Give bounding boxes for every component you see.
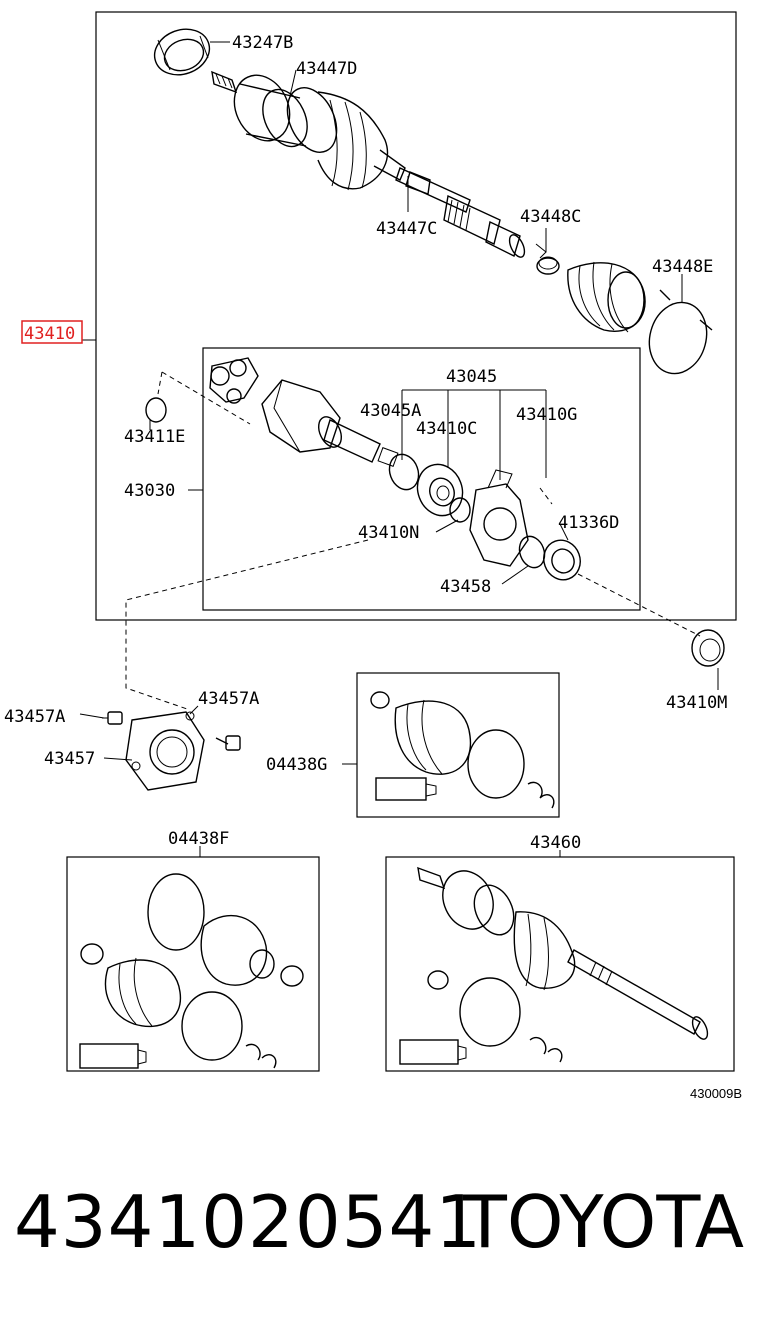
bolt-right-drawing bbox=[215, 735, 241, 751]
bolt-left-drawing bbox=[102, 711, 123, 725]
highlight-43410 bbox=[21, 320, 83, 344]
dust-seal-43458-drawing bbox=[518, 535, 546, 569]
center-shaft-drawing bbox=[395, 167, 526, 258]
dust-cover-43410M-drawing bbox=[691, 629, 725, 667]
label-43458: 43458 bbox=[440, 577, 491, 597]
kit-04438F-frame bbox=[66, 856, 320, 1072]
kit-04438F-drawing bbox=[79, 873, 304, 1069]
label-41336D: 41336D bbox=[558, 513, 619, 533]
snap-ring-43411E-drawing bbox=[145, 397, 167, 423]
label-04438G: 04438G bbox=[266, 755, 327, 775]
label-43410[interactable]: 43410 bbox=[24, 324, 75, 344]
outer-cv-joint-drawing bbox=[211, 70, 308, 148]
kit-04438G-drawing bbox=[370, 691, 555, 809]
label-43448C: 43448C bbox=[520, 207, 581, 227]
label-43457A-left: 43457A bbox=[4, 707, 65, 727]
label-43411E: 43411E bbox=[124, 427, 185, 447]
part-number: 4341020541 bbox=[14, 1180, 483, 1264]
label-43410G: 43410G bbox=[516, 405, 577, 425]
label-43457A-right: 43457A bbox=[198, 689, 259, 709]
boot-clamp-43448C-drawing bbox=[535, 243, 560, 275]
bracket-43457-drawing bbox=[125, 711, 205, 791]
inboard-boot-drawing bbox=[567, 261, 646, 333]
label-43410M: 43410M bbox=[666, 693, 727, 713]
label-43045A: 43045A bbox=[360, 401, 421, 421]
parts-diagram: 43247B 43447D 43447C 43448C 43448E 43410… bbox=[4, 11, 737, 1072]
main-assembly-frame bbox=[95, 11, 737, 621]
boot-band-43448E-drawing bbox=[648, 289, 713, 375]
snap-ring-43045A-drawing bbox=[377, 447, 420, 491]
inner-joint-housing-drawing bbox=[261, 379, 381, 463]
seal-41336D-drawing bbox=[543, 539, 581, 581]
tripod-43030-drawing bbox=[209, 357, 259, 404]
label-04438F: 04438F bbox=[168, 829, 229, 849]
snap-ring-43410N-drawing bbox=[449, 497, 471, 523]
label-43410N: 43410N bbox=[358, 523, 419, 543]
boot-band-43247B-drawing bbox=[153, 28, 211, 76]
label-43448E: 43448E bbox=[652, 257, 713, 277]
label-43447C: 43447C bbox=[376, 219, 437, 239]
label-43460: 43460 bbox=[530, 833, 581, 853]
drawing-code: 430009B bbox=[690, 1086, 743, 1101]
label-43447D: 43447D bbox=[296, 59, 357, 79]
label-43410C: 43410C bbox=[416, 419, 477, 439]
bearing-bracket-drawing bbox=[469, 469, 529, 567]
label-43247B: 43247B bbox=[232, 33, 293, 53]
label-43030: 43030 bbox=[124, 481, 175, 501]
kit-43460-drawing bbox=[399, 866, 709, 1065]
kit-04438G-frame bbox=[356, 672, 560, 818]
kit-43460-frame bbox=[385, 856, 735, 1072]
brand-name: TOYOTA bbox=[462, 1180, 744, 1264]
label-43045: 43045 bbox=[446, 367, 497, 387]
bearing-43410C-drawing bbox=[416, 463, 464, 517]
footer: 4341020541 TOYOTA bbox=[0, 1180, 760, 1300]
label-43457: 43457 bbox=[44, 749, 95, 769]
outboard-boot-43447D-drawing bbox=[286, 87, 406, 191]
inner-joint-frame bbox=[202, 347, 641, 611]
